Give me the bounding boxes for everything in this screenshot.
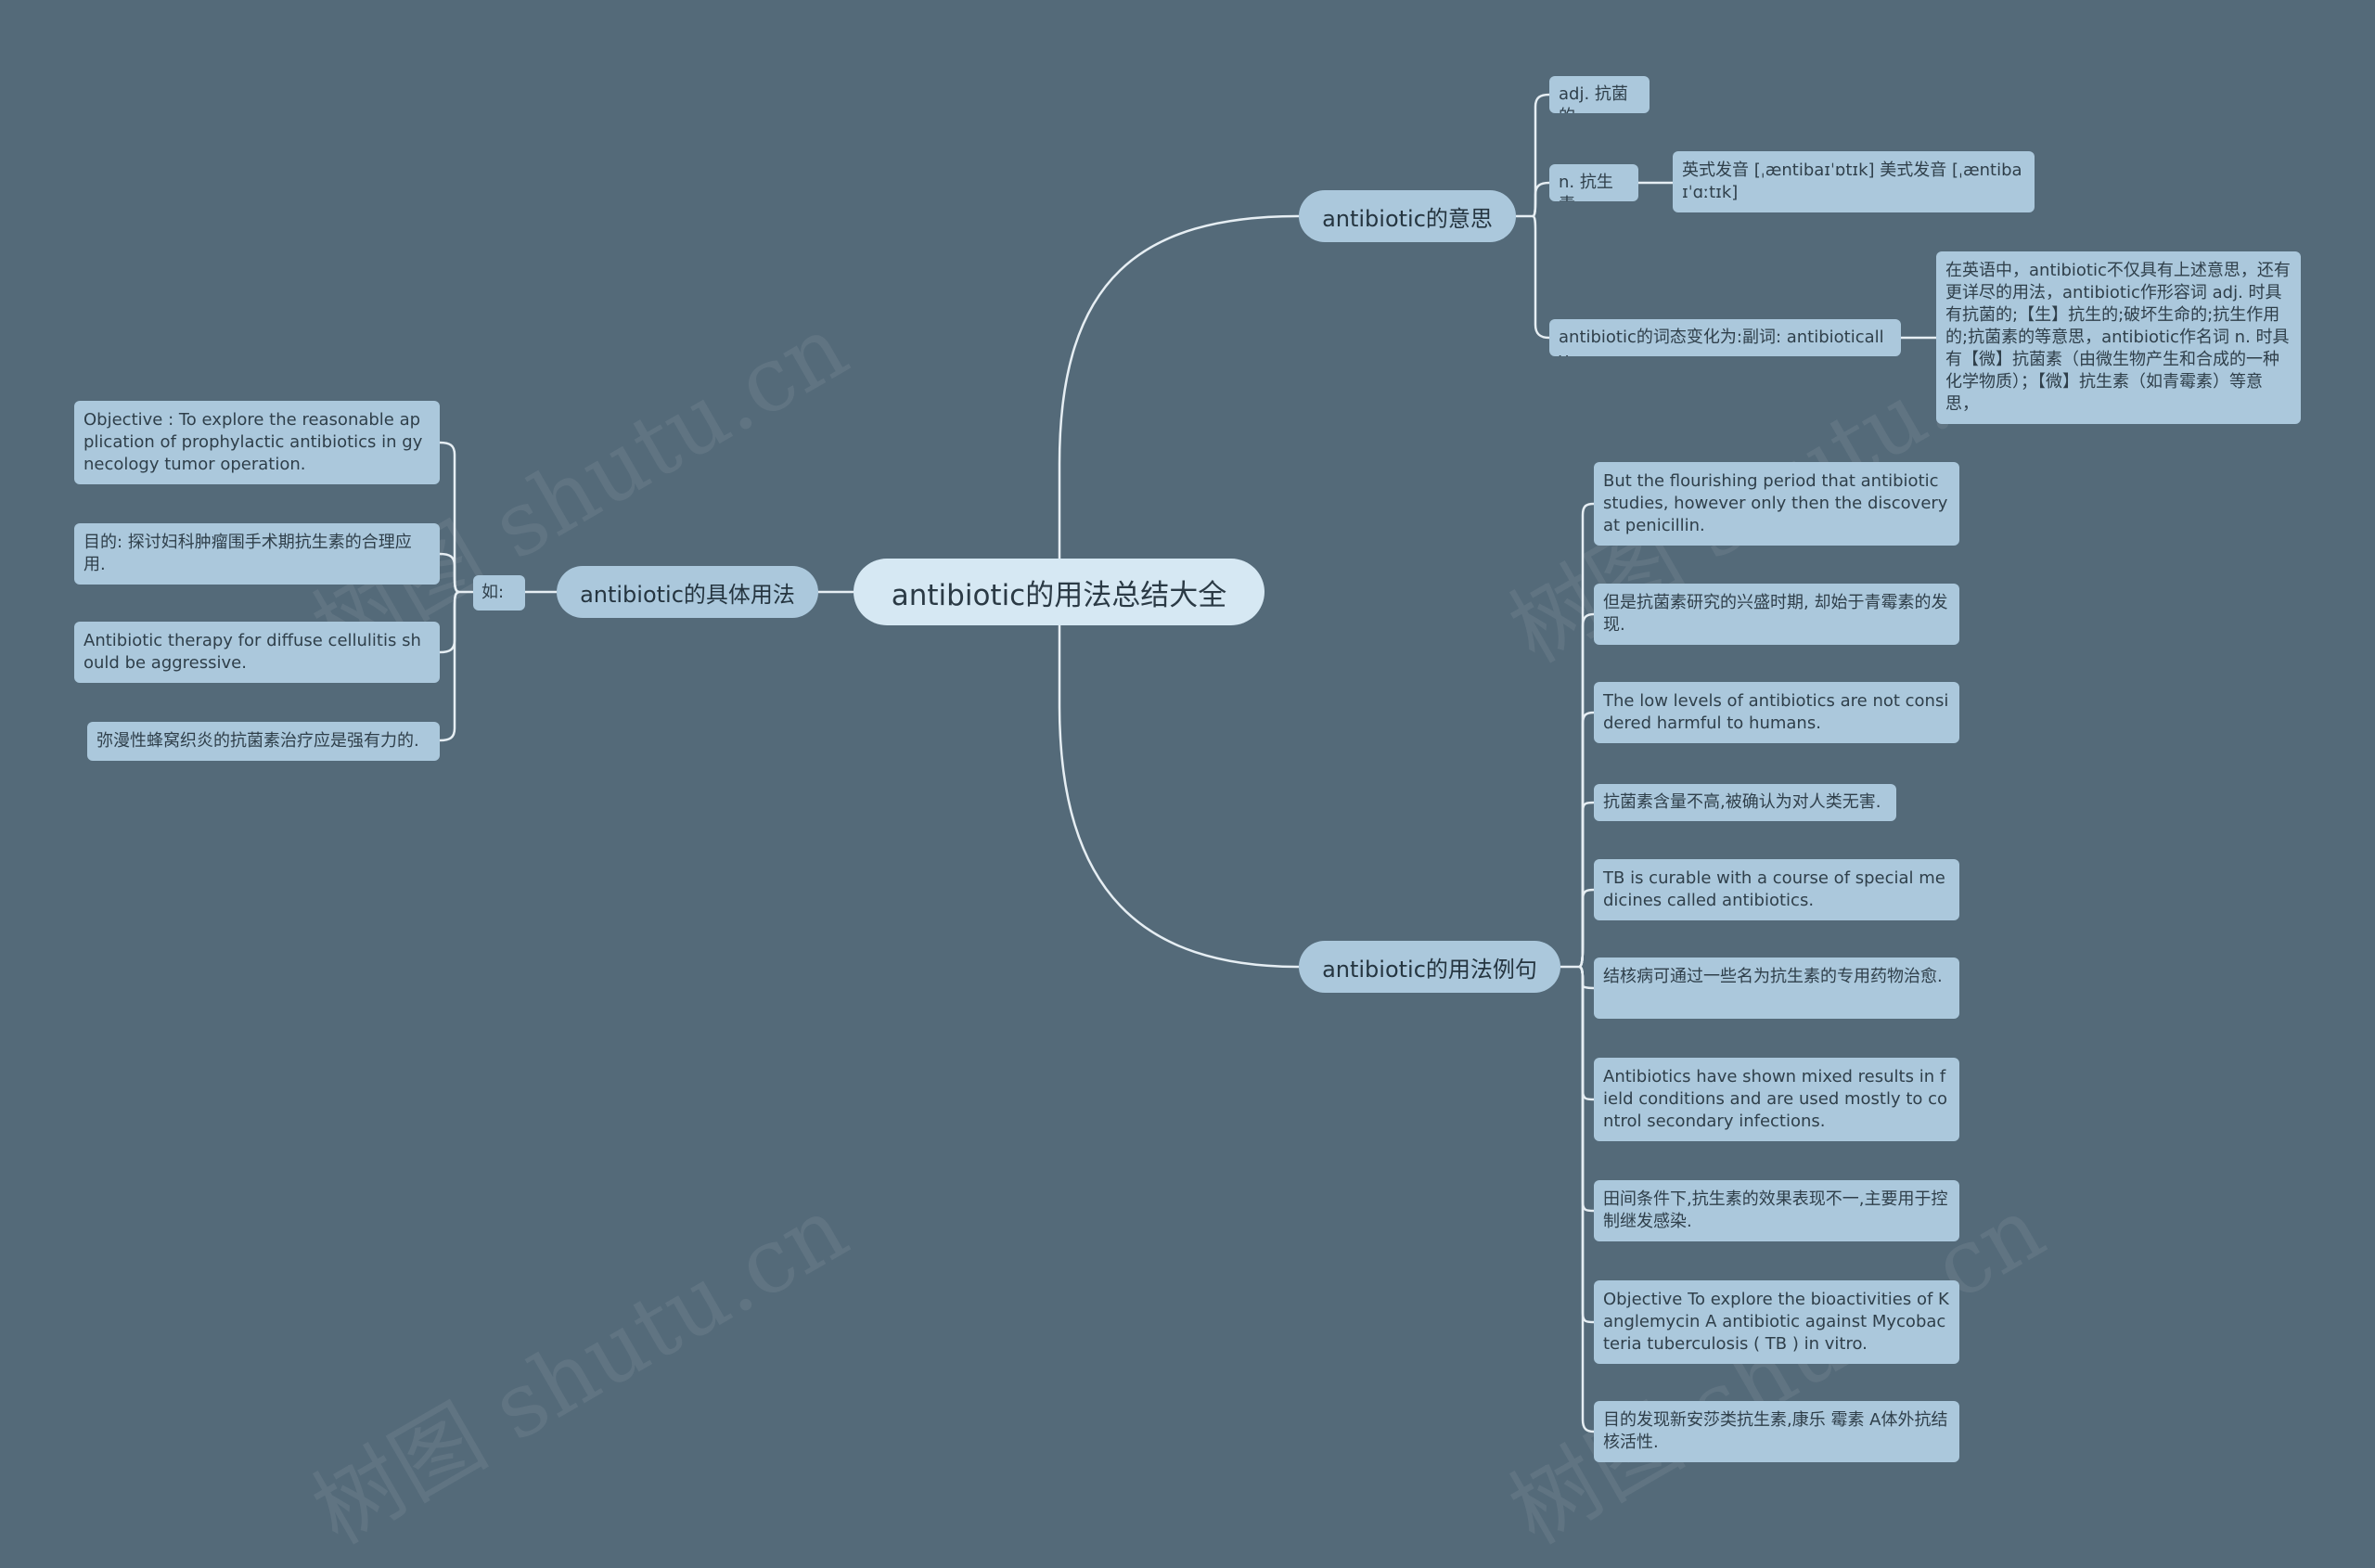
branch-examples[interactable]: antibiotic的用法例句 (1299, 941, 1560, 993)
example-sentence[interactable]: TB is curable with a course of special m… (1594, 859, 1959, 920)
meaning-item-adverb[interactable]: antibiotic的词态变化为:副词: antibiotically (1549, 319, 1901, 356)
meaning-item-noun[interactable]: n. 抗生素 (1549, 164, 1638, 201)
example-sentence[interactable]: 但是抗菌素研究的兴盛时期, 却始于青霉素的发现. (1594, 584, 1959, 645)
usage-connector[interactable]: 如: (473, 575, 525, 610)
usage-example[interactable]: 弥漫性蜂窝织炎的抗菌素治疗应是强有力的. (87, 722, 440, 761)
example-sentence[interactable]: But the flourishing period that antibiot… (1594, 462, 1959, 546)
branch-meaning[interactable]: antibiotic的意思 (1299, 190, 1516, 242)
meaning-item-adj[interactable]: adj. 抗菌的 (1549, 76, 1650, 113)
branch-usage[interactable]: antibiotic的具体用法 (557, 566, 818, 618)
pronunciation-note[interactable]: 英式发音 [ˌæntibaɪˈɒtɪk] 美式发音 [ˌæntibaɪˈɑːtɪ… (1673, 151, 2035, 212)
link-root-examples (1058, 625, 1300, 969)
usage-example[interactable]: Antibiotic therapy for diffuse celluliti… (74, 622, 440, 683)
example-sentence[interactable]: Objective To explore the bioactivities o… (1594, 1280, 1959, 1364)
root-topic[interactable]: antibiotic的用法总结大全 (854, 559, 1265, 625)
example-sentence[interactable]: Antibiotics have shown mixed results in … (1594, 1058, 1959, 1141)
example-sentence[interactable]: 田间条件下,抗生素的效果表现不一,主要用于控制继发感染. (1594, 1180, 1959, 1241)
meaning-detail-note[interactable]: 在英语中，antibiotic不仅具有上述意思，还有更详尽的用法，antibio… (1936, 251, 2301, 424)
link-root-meaning (1058, 214, 1300, 559)
example-sentence[interactable]: The low levels of antibiotics are not co… (1594, 682, 1959, 743)
example-sentence[interactable]: 目的发现新安莎类抗生素,康乐 霉素 A体外抗结核活性. (1594, 1401, 1959, 1462)
example-sentence[interactable]: 抗菌素含量不高,被确认为对人类无害. (1594, 784, 1896, 821)
usage-example[interactable]: 目的: 探讨妇科肿瘤围手术期抗生素的合理应用. (74, 523, 440, 585)
example-sentence[interactable]: 结核病可通过一些名为抗生素的专用药物治愈. (1594, 958, 1959, 1019)
usage-example[interactable]: Objective : To explore the reasonable ap… (74, 401, 440, 484)
